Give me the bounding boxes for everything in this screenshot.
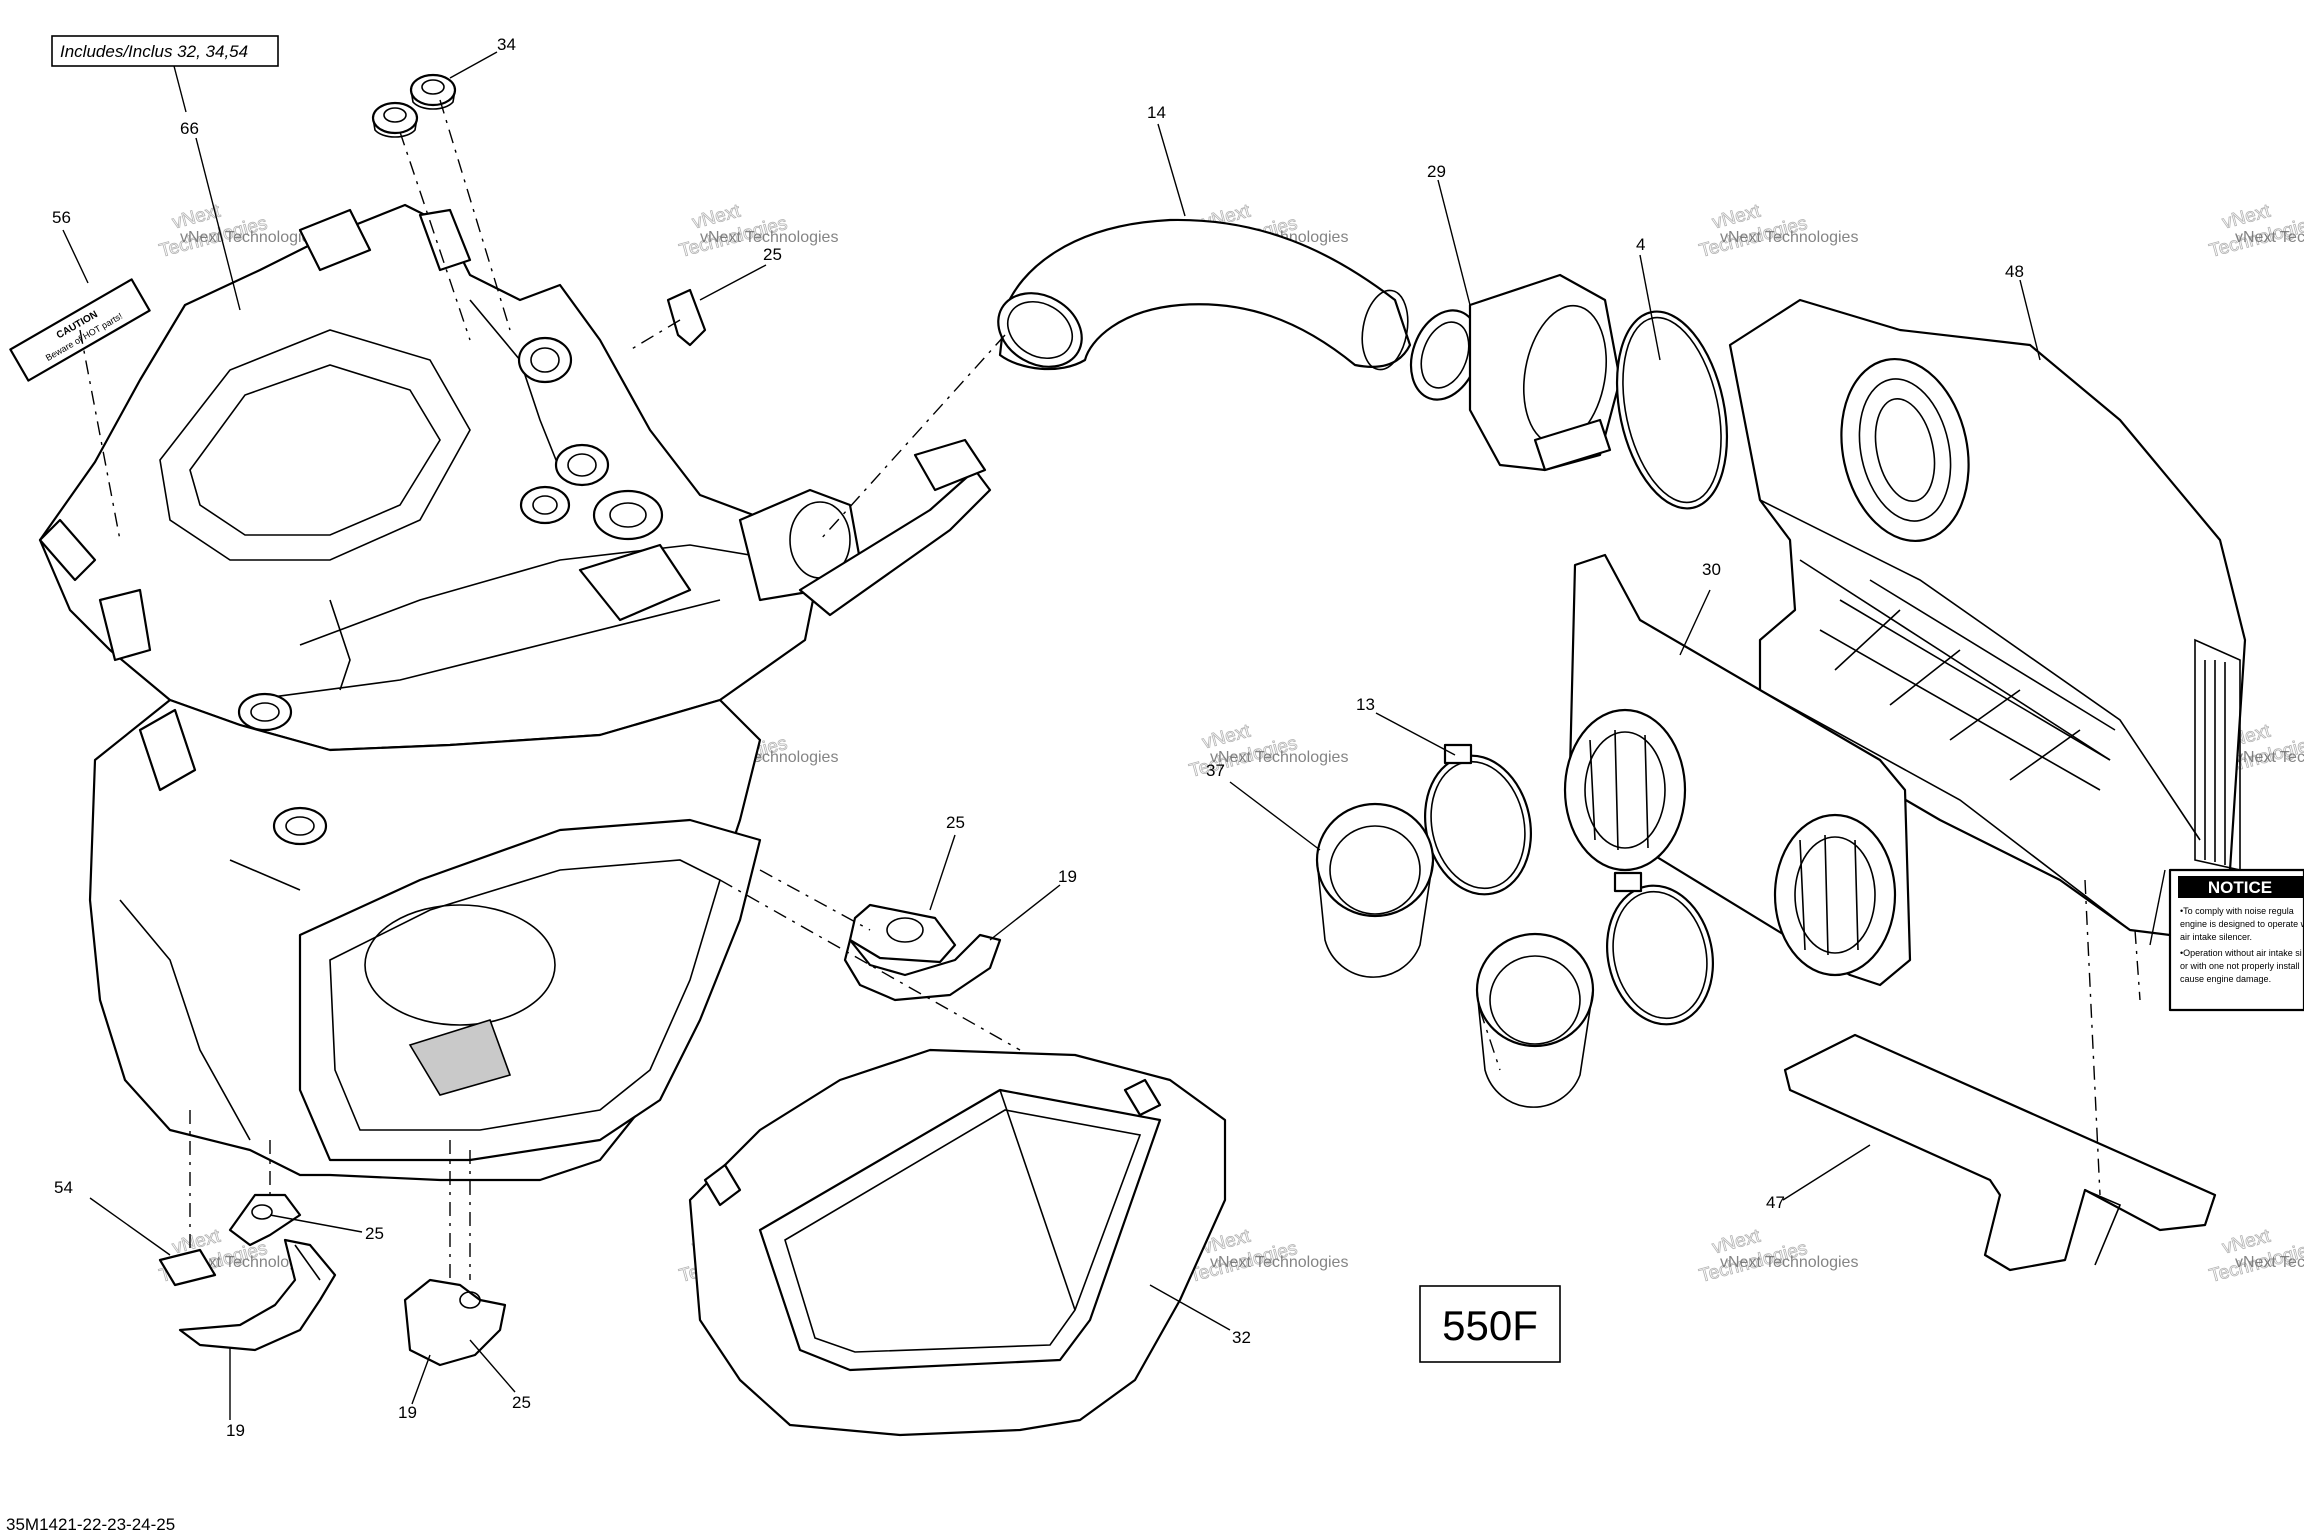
callout-25-bottom: 25 <box>512 1393 531 1412</box>
callout-66: 66 <box>180 119 199 138</box>
callout-56: 56 <box>52 208 71 227</box>
plate-part-47 <box>1783 1033 2217 1272</box>
callout-54: 54 <box>54 1178 73 1197</box>
callout-19-mid: 19 <box>1058 867 1077 886</box>
callouts: 34 66 56 25 14 29 4 48 30 13 37 25 19 54… <box>52 35 2024 1440</box>
callout-29: 29 <box>1427 162 1446 181</box>
watermark: vNext Technologies <box>1697 1225 1810 1287</box>
sleeve-part-37 <box>1315 802 1435 978</box>
svg-text:vNext Technologies: vNext Technologies <box>1720 229 1858 246</box>
callout-19-lower-left: 19 <box>226 1421 245 1440</box>
airbox-lower-housing <box>88 698 762 1182</box>
callout-25: 25 <box>763 245 782 264</box>
svg-text:•Operation without air intake: •Operation without air intake si <box>2180 948 2302 958</box>
callout-32: 32 <box>1232 1328 1251 1347</box>
callout-37: 37 <box>1206 761 1225 780</box>
svg-text:vNext Technologies: vNext Technologies <box>1210 1254 1348 1271</box>
svg-text:vNext Technologies: vNext Technologies <box>2235 1254 2304 1271</box>
bracket-part-30 <box>1563 553 1912 987</box>
watermark: vNext Technologies <box>2207 1225 2304 1287</box>
callout-25-mid: 25 <box>946 813 965 832</box>
grommet-part-34 <box>409 73 457 110</box>
svg-text:vNext Technologies: vNext Technologies <box>180 229 318 246</box>
cradle-part-19-lower-mid <box>403 1278 507 1367</box>
svg-text:vNext Technologies: vNext Technologies <box>2235 229 2304 246</box>
callout-4: 4 <box>1636 235 1645 254</box>
svg-text:vNext Technologies: vNext Technologies <box>1720 1254 1858 1271</box>
watermark: vNext Technologies <box>1697 200 1810 262</box>
svg-text:cause engine damage.: cause engine damage. <box>2180 974 2271 984</box>
intake-hose-part-14 <box>997 218 1412 371</box>
model-label: 550F <box>1419 1285 1561 1363</box>
adapter-part-29 <box>1409 273 1622 472</box>
svg-text:550F: 550F <box>1442 1302 1538 1349</box>
assembly-lines <box>79 99 2141 1280</box>
clip-part-25-top <box>666 288 707 347</box>
clip-part-25-lower <box>228 1193 302 1247</box>
drawing-number: 35M1421-22-23-24-25 <box>6 1515 175 1534</box>
callout-30: 30 <box>1702 560 1721 579</box>
callout-19-lower-mid: 19 <box>398 1403 417 1422</box>
clamp-part-13b <box>1605 871 1715 1026</box>
grommet-part-34b <box>371 101 419 138</box>
clip-part-25-middle <box>848 903 957 964</box>
includes-note: Includes/Inclus 32, 34,54 <box>51 35 279 67</box>
callout-48: 48 <box>2005 262 2024 281</box>
cradle-part-19-middle <box>843 933 1002 1002</box>
callout-13: 13 <box>1356 695 1375 714</box>
watermark: vNext Technologies <box>1187 720 1300 782</box>
svg-text:air intake silencer.: air intake silencer. <box>2180 932 2252 942</box>
svg-text:vNext Technologies: vNext Technologies <box>180 1254 318 1271</box>
svg-text:vNext Technologies: vNext Technologies <box>700 229 838 246</box>
watermark: vNext Technologies <box>2207 200 2304 262</box>
o-ring-part-4 <box>1615 310 1729 510</box>
svg-text:vNext Technologies: vNext Technologies <box>1210 749 1348 766</box>
svg-text:engine is designed to operate: engine is designed to operate w <box>2180 919 2304 929</box>
notice-decal: NOTICE •To comply with noise regula engi… <box>2168 868 2304 1012</box>
sleeve-part-37b <box>1475 932 1595 1108</box>
decal-part-54 <box>158 1248 217 1287</box>
callout-47: 47 <box>1766 1193 1785 1212</box>
svg-text:NOTICE: NOTICE <box>2208 878 2272 897</box>
leader-lines <box>62 51 2166 1420</box>
svg-text:Includes/Inclus 32, 34,54: Includes/Inclus 32, 34,54 <box>60 42 248 61</box>
watermark: vNext Technologies <box>157 200 270 262</box>
clamp-part-13 <box>1423 743 1533 896</box>
callout-34: 34 <box>497 35 516 54</box>
callout-14: 14 <box>1147 103 1166 122</box>
svg-text:•To comply with noise regula: •To comply with noise regula <box>2180 906 2294 916</box>
airbox-upper-housing <box>38 203 992 752</box>
cradle-part-19-lower-left <box>178 1238 337 1352</box>
svg-text:or with one not properly insta: or with one not properly install <box>2180 961 2300 971</box>
silencer-part-48 <box>1728 298 2247 937</box>
callout-25-lower: 25 <box>365 1224 384 1243</box>
filter-frame-part-32 <box>688 1048 1227 1437</box>
svg-text:vNext Technologies: vNext Technologies <box>2235 749 2304 766</box>
